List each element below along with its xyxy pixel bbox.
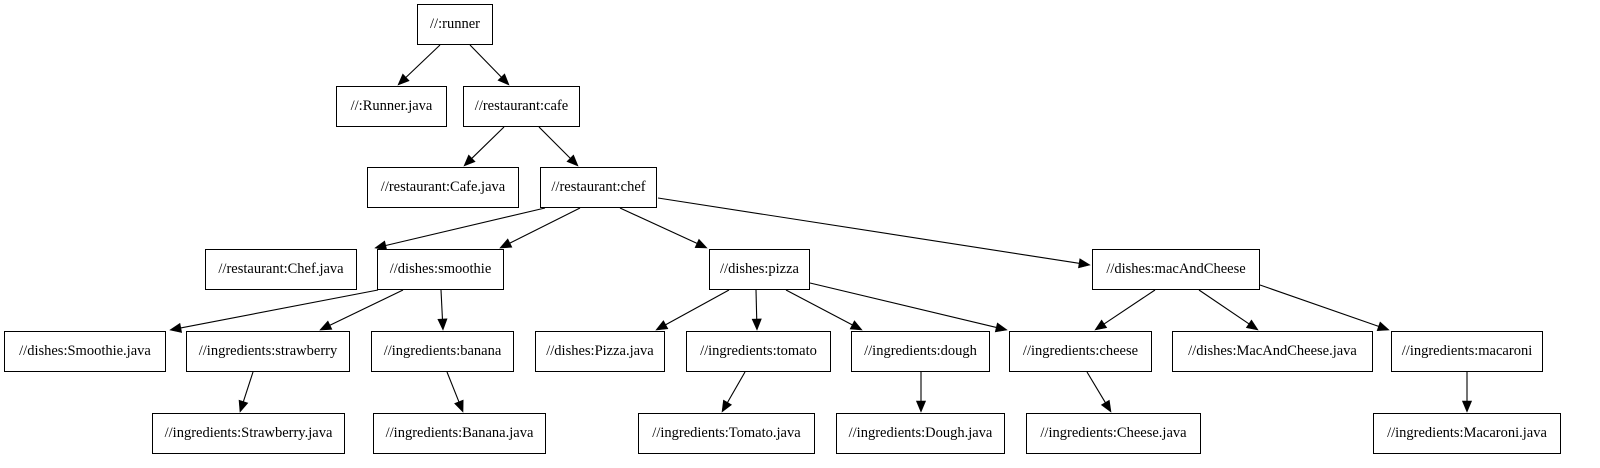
graph-node-label: //dishes:MacAndCheese.java [1188,343,1357,360]
graph-node-runner_java[interactable]: //:Runner.java [336,86,447,127]
graph-node-dough[interactable]: //ingredients:dough [851,331,990,372]
graph-node-label: //dishes:pizza [720,261,799,278]
graph-node-label: //ingredients:tomato [700,343,817,360]
graph-node-restaurant_cafe[interactable]: //restaurant:cafe [463,86,580,127]
graph-node-pizza_java[interactable]: //dishes:Pizza.java [535,331,665,372]
graph-node-cafe_java[interactable]: //restaurant:Cafe.java [367,167,519,208]
graph-node-dishes_macandchee[interactable]: //dishes:macAndCheese [1092,249,1260,290]
graph-node-label: //ingredients:Macaroni.java [1387,425,1547,442]
graph-node-label: //restaurant:Cafe.java [380,179,506,196]
graph-node-dishes_smoothie[interactable]: //dishes:smoothie [377,249,504,290]
graph-node-macaroni_java[interactable]: //ingredients:Macaroni.java [1373,413,1561,454]
graph-node-label: //ingredients:cheese [1022,343,1139,360]
graph-node-label: //restaurant:chef [551,179,646,196]
graph-node-strawberry_java[interactable]: //ingredients:Strawberry.java [152,413,345,454]
graph-node-label: //restaurant:Chef.java [218,261,344,278]
graph-node-strawberry[interactable]: //ingredients:strawberry [186,331,350,372]
graph-node-label: //:Runner.java [350,98,433,115]
graph-node-dough_java[interactable]: //ingredients:Dough.java [836,413,1005,454]
graph-node-label: //ingredients:macaroni [1401,343,1533,360]
graph-node-macandcheese_java[interactable]: //dishes:MacAndCheese.java [1172,331,1373,372]
graph-node-dishes_pizza[interactable]: //dishes:pizza [709,249,810,290]
graph-node-label: //ingredients:Strawberry.java [164,425,333,442]
graph-node-label: //ingredients:Dough.java [848,425,993,442]
graph-node-restaurant_chef[interactable]: //restaurant:chef [540,167,657,208]
graph-node-label: //restaurant:cafe [474,98,569,115]
graph-node-label: //ingredients:Cheese.java [1040,425,1187,442]
graph-node-tomato[interactable]: //ingredients:tomato [686,331,831,372]
graph-node-label: //dishes:macAndCheese [1106,261,1246,278]
graph-node-tomato_java[interactable]: //ingredients:Tomato.java [638,413,815,454]
graph-node-label: //dishes:smoothie [389,261,492,278]
graph-node-label: //ingredients:Banana.java [385,425,534,442]
graph-node-label: //dishes:Pizza.java [546,343,654,360]
graph-node-runner[interactable]: //:runner [417,4,493,45]
graph-node-banana_java[interactable]: //ingredients:Banana.java [373,413,546,454]
graph-node-cheese[interactable]: //ingredients:cheese [1009,331,1152,372]
graph-node-label: //ingredients:banana [383,343,502,360]
graph-node-label: //:runner [430,16,480,33]
graph-node-cheese_java[interactable]: //ingredients:Cheese.java [1026,413,1201,454]
graph-node-macaroni[interactable]: //ingredients:macaroni [1391,331,1543,372]
graph-node-label: //ingredients:dough [864,343,977,360]
graph-node-smoothie_java[interactable]: //dishes:Smoothie.java [4,331,166,372]
graph-node-label: //ingredients:strawberry [198,343,338,360]
graph-node-banana[interactable]: //ingredients:banana [371,331,514,372]
graph-node-label: //ingredients:Tomato.java [652,425,801,442]
graph-node-label: //dishes:Smoothie.java [19,343,151,360]
graph-node-chef_java[interactable]: //restaurant:Chef.java [205,249,357,290]
